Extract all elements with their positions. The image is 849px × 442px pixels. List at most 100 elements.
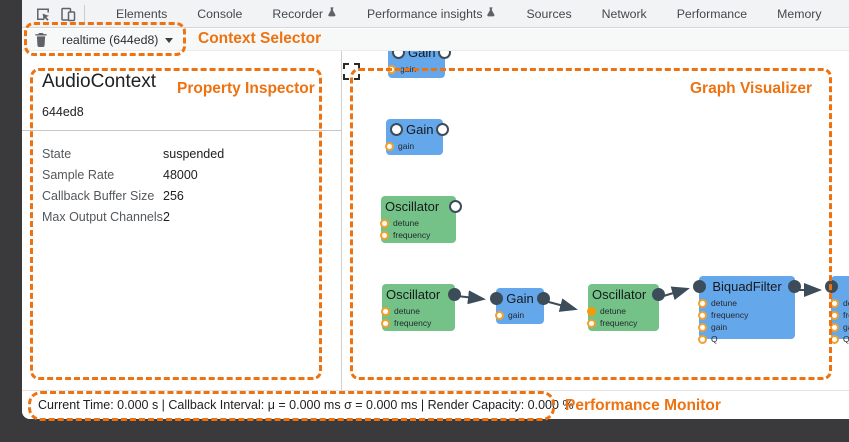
param-label: frequency xyxy=(394,318,432,328)
context-selector-dropdown[interactable]: realtime (644ed8) xyxy=(62,32,174,47)
context-selector-value: realtime (644ed8) xyxy=(62,32,159,47)
tab-performance[interactable]: Performance xyxy=(662,0,762,27)
param-port xyxy=(385,141,394,151)
graph-node-oscillator-floating[interactable]: Oscillator detune frequency xyxy=(380,196,462,243)
node-title: BiquadFilter xyxy=(712,279,782,294)
property-label: Max Output Channels xyxy=(42,209,163,224)
param-port xyxy=(830,298,839,308)
output-port xyxy=(652,288,665,301)
divider xyxy=(22,130,341,131)
param-label: frequency xyxy=(843,310,849,320)
node-title: Oscillator xyxy=(592,287,647,302)
trash-icon[interactable] xyxy=(34,32,48,47)
param-label: gain xyxy=(508,310,525,320)
tab-label: Network xyxy=(601,6,647,21)
param-label: gain xyxy=(398,141,415,151)
param-frequency: frequency xyxy=(381,317,455,329)
tab-label: Memory xyxy=(777,6,822,21)
tab-label: Performance xyxy=(676,6,748,21)
tab-recorder[interactable]: Recorder xyxy=(257,0,352,27)
tab-label: Recorder xyxy=(272,6,323,21)
property-label: Sample Rate xyxy=(42,167,115,182)
param-port xyxy=(698,310,707,320)
param-label: detune xyxy=(600,306,626,316)
input-port xyxy=(390,123,403,136)
param-port xyxy=(830,334,839,344)
output-port xyxy=(448,288,461,301)
param-port xyxy=(380,218,389,228)
inspect-element-icon[interactable] xyxy=(34,5,51,22)
input-port xyxy=(825,280,838,293)
param-port xyxy=(380,230,389,240)
graph-node-oscillator-2[interactable]: Oscillator detune frequency xyxy=(587,284,665,331)
param-detune: detune xyxy=(380,217,456,229)
graph-edge-2 xyxy=(544,298,578,312)
property-label: State xyxy=(42,146,72,161)
property-value: 2 xyxy=(163,209,170,224)
param-q: Q xyxy=(698,333,795,345)
param-gain: gain xyxy=(385,140,443,152)
device-toolbar-icon[interactable] xyxy=(59,5,76,22)
node-title: Oscillator xyxy=(386,287,441,302)
tab-console[interactable]: Console xyxy=(182,0,257,27)
toolbar-separator xyxy=(84,4,85,23)
tab-sources[interactable]: Sources xyxy=(511,0,586,27)
input-port xyxy=(693,280,706,293)
param-label: detune xyxy=(393,218,419,228)
param-label: detune xyxy=(394,306,420,316)
param-label: detune xyxy=(711,298,737,308)
node-title: Gain xyxy=(506,291,534,306)
param-gain: gain xyxy=(495,309,544,321)
graph-node-oscillator-1[interactable]: Oscillator detune frequency xyxy=(381,284,461,331)
param-detune: detune xyxy=(381,305,455,317)
param-q: Q xyxy=(830,333,849,345)
node-title: Oscillator xyxy=(385,199,440,214)
tab-application[interactable]: Application xyxy=(837,0,849,27)
tab-memory[interactable]: Memory xyxy=(762,0,836,27)
param-port xyxy=(698,298,707,308)
chevron-down-icon xyxy=(165,37,174,43)
input-port xyxy=(392,51,405,59)
tab-performance-insights[interactable]: Performance insights xyxy=(352,0,512,27)
param-port xyxy=(381,318,390,328)
tab-elements[interactable]: Elements xyxy=(101,0,182,27)
performance-monitor-bar: Current Time: 0.000 s | Callback Interva… xyxy=(22,390,849,419)
param-detune: detune xyxy=(698,297,795,309)
experiment-flask-icon xyxy=(327,6,337,21)
param-label: frequency xyxy=(393,230,431,240)
output-port xyxy=(436,123,450,136)
selection-marker[interactable] xyxy=(343,63,360,80)
param-label: gain xyxy=(843,322,849,332)
param-label: Q xyxy=(843,334,849,344)
param-label: gain xyxy=(711,322,728,332)
output-port xyxy=(438,51,452,59)
param-label: frequency xyxy=(711,310,749,320)
performance-monitor-text: Current Time: 0.000 s | Callback Interva… xyxy=(38,398,574,412)
param-gain: gain xyxy=(387,63,445,75)
tab-network[interactable]: Network xyxy=(587,0,662,27)
audiocontext-title: AudioContext xyxy=(42,71,157,92)
output-port xyxy=(788,280,801,293)
param-port xyxy=(830,322,839,332)
property-label: Callback Buffer Size xyxy=(42,188,155,203)
param-label: Q xyxy=(711,334,718,344)
param-label: gain xyxy=(400,64,417,74)
param-port xyxy=(381,306,390,316)
param-detune: detune xyxy=(830,297,849,309)
param-port xyxy=(495,310,504,320)
param-label: detune xyxy=(843,298,849,308)
param-port xyxy=(830,310,839,320)
param-label: frequency xyxy=(600,318,638,328)
graph-node-gain-mid[interactable]: Gain gain xyxy=(490,288,550,324)
param-gain: gain xyxy=(830,321,849,333)
tab-label: Performance insights xyxy=(366,6,483,21)
